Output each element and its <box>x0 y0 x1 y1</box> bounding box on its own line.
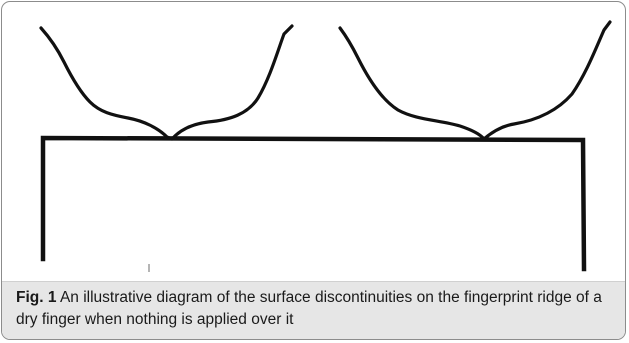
fingerprint-ridge-diagram <box>39 20 612 272</box>
right-ridge-profile <box>338 20 612 141</box>
left-ridge-profile <box>39 24 294 141</box>
caption-text: An illustrative diagram of the surface d… <box>16 289 602 328</box>
caption-label: Fig. 1 <box>16 289 57 306</box>
surface-plate <box>40 135 587 272</box>
figure-caption: Fig. 1 An illustrative diagram of the su… <box>2 281 625 339</box>
